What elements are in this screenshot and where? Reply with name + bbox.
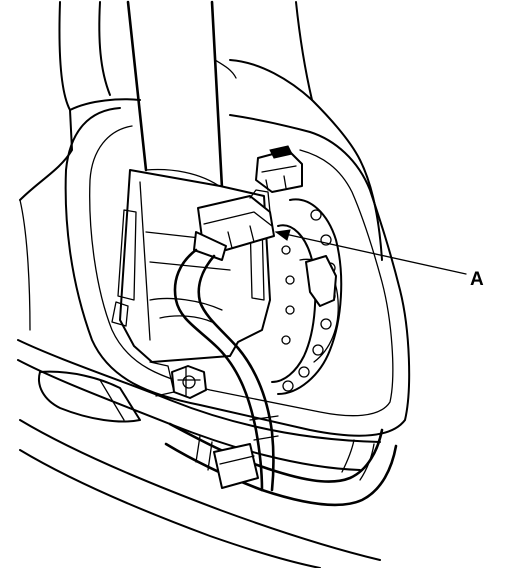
callout-a-leader	[274, 229, 467, 275]
connector-a	[193, 189, 275, 261]
callout-a-label: A	[470, 269, 484, 290]
column-shaft	[126, 0, 237, 190]
harness-tube	[164, 422, 398, 507]
housing-outline	[19, 1, 383, 331]
secondary-connector	[255, 145, 303, 193]
mounting-bolt	[149, 361, 207, 399]
wire-harness	[173, 248, 279, 492]
tone-ring	[271, 198, 343, 395]
mounting-plate	[64, 107, 411, 437]
